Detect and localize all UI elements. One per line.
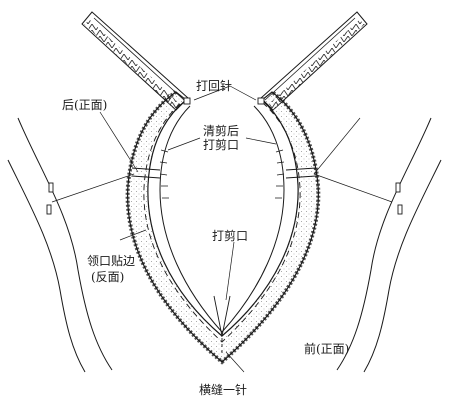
front-notch-upper (395, 182, 401, 193)
label-facing-line1: 领口贴边 (87, 254, 136, 268)
front-side-outline (336, 117, 442, 373)
label-backstitch: 打回针 (196, 79, 233, 93)
label-clip-after: 清剪后 (203, 124, 240, 138)
leader-lines (51, 85, 393, 373)
left-shoulder-strap (81, 11, 189, 111)
front-notch-lower (397, 204, 403, 215)
label-facing-line2: (反面) (91, 270, 125, 284)
back-notch-upper (48, 182, 54, 193)
label-cross-stitch: 横缝一针 (199, 383, 248, 397)
label-back-right-side: 后(正面) (62, 98, 108, 112)
label-clip-center: 打剪口 (212, 229, 249, 243)
back-side-outline (7, 117, 113, 373)
label-front-right-side: 前(正面) (304, 342, 350, 356)
back-notch-lower (46, 204, 52, 215)
label-clip-after-line2: 打剪口 (203, 138, 240, 152)
